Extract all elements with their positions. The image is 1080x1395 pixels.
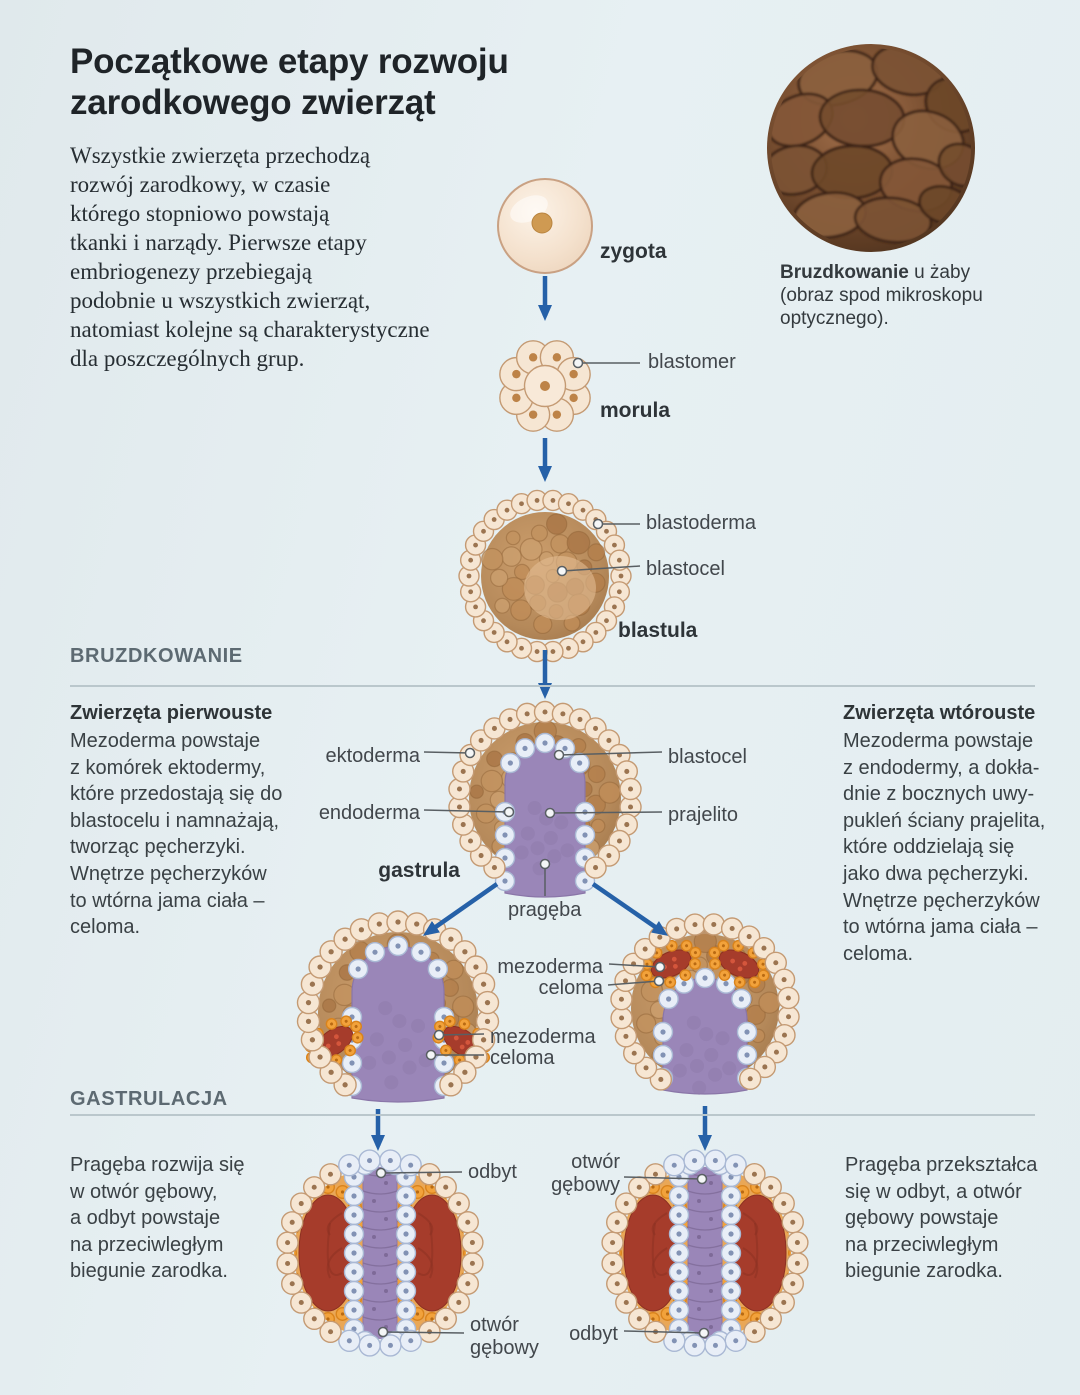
deuterostomes-body: Mezoderma powstaje z endodermy, a dokła-… [843, 730, 1046, 965]
label-blastoderma: blastoderma [646, 512, 757, 534]
zygota-diagram [497, 178, 593, 274]
protostomes-heading: Zwierzęta pierwouste [70, 702, 273, 724]
photo-caption: Bruzdkowanie u żaby (obraz spod mikrosko… [780, 262, 1020, 331]
intro-paragraph: Wszystkie zwierzęta przechodzą rozwój za… [70, 143, 430, 371]
label-prageba: pragęba [508, 899, 582, 921]
label-otwor-gebowy-right: otwór gębowy [551, 1151, 620, 1196]
deuterostomes-column: Zwierzęta wtórouste Mezoderma powstaje z… [843, 702, 1073, 967]
deuterostome-gastrula-diagram [610, 913, 800, 1095]
label-odbyt-left: odbyt [468, 1161, 517, 1183]
section-gastrulation-rule [70, 1114, 1035, 1116]
stage-label-blastula: blastula [618, 619, 698, 642]
label-blastocel-blastula: blastocel [646, 558, 725, 580]
label-blastocel-gastrula: blastocel [668, 746, 747, 768]
section-cleavage-rule [70, 685, 1035, 687]
photo-caption-bold: Bruzdkowanie [780, 262, 909, 283]
flow-arrows [371, 276, 712, 1151]
label-odbyt-right: odbyt [569, 1323, 618, 1345]
leader-lines [375, 357, 710, 1339]
photo-caption-rest: u żaby (obraz spod mikroskopu optycznego… [780, 262, 983, 329]
stage-label-morula: morula [600, 399, 671, 422]
stage-label-gastrula: gastrula [378, 859, 460, 882]
frog-cleavage-photo [767, 44, 975, 252]
bottom-right-note: Pragęba przekształca się w odbyt, a otwó… [845, 1154, 1038, 1283]
deuterostomes-heading: Zwierzęta wtórouste [843, 702, 1036, 724]
label-ektoderma: ektoderma [325, 745, 421, 767]
protostome-late-embryo-diagram [276, 1149, 484, 1357]
label-mezoderma-right: mezoderma [497, 956, 603, 978]
blastula-diagram [458, 489, 632, 663]
label-celoma-left: celoma [490, 1047, 555, 1069]
bottom-left-note: Pragęba rozwija się w otwór gębowy, a od… [70, 1154, 245, 1283]
label-mezoderma-left: mezoderma [490, 1026, 596, 1048]
section-gastrulation: GASTRULACJA [70, 1088, 228, 1110]
section-cleavage: BRUZDKOWANIE [70, 645, 243, 667]
protostomes-column: Zwierzęta pierwouste Mezoderma powstaje … [70, 702, 325, 941]
protostome-gastrula-diagram [296, 910, 500, 1103]
page-title: Początkowe etapy rozwoju zarodkowego zwi… [70, 42, 509, 122]
label-blastomer: blastomer [648, 351, 736, 373]
label-celoma-right: celoma [538, 977, 603, 999]
label-endoderma: endoderma [318, 802, 420, 824]
morula-diagram [499, 340, 591, 432]
label-otwor-gebowy-left: otwór gębowy [470, 1314, 539, 1359]
label-prajelito: prajelito [668, 804, 739, 826]
protostomes-body: Mezoderma powstaje z komórek ektodermy, … [70, 730, 283, 939]
stage-label-zygota: zygota [600, 240, 667, 263]
deuterostome-late-embryo-diagram [601, 1149, 809, 1357]
